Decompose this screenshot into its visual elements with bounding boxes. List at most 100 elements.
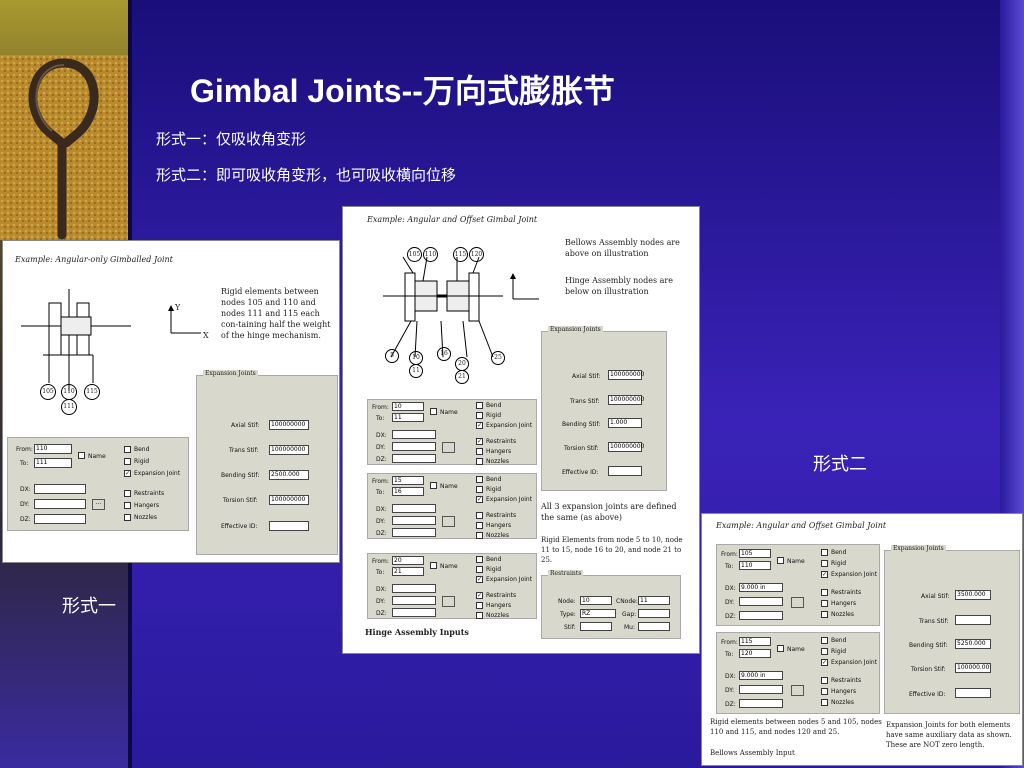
from-input[interactable]: 110: [34, 444, 72, 454]
nozzles-checkbox[interactable]: [476, 458, 483, 465]
dy-input[interactable]: [392, 442, 436, 451]
hangers-checkbox[interactable]: [821, 688, 828, 695]
from-input[interactable]: 115: [739, 637, 771, 646]
expansion-checkbox[interactable]: ✓: [476, 422, 483, 429]
bending-input[interactable]: 2500.000: [269, 470, 309, 480]
type-select[interactable]: RZ: [580, 609, 616, 618]
hangers-checkbox[interactable]: [476, 602, 483, 609]
name-checkbox[interactable]: [430, 408, 437, 415]
from-input[interactable]: 10: [392, 402, 424, 411]
dy-input[interactable]: [34, 499, 86, 509]
to-input[interactable]: 21: [392, 567, 424, 576]
to-input[interactable]: 120: [739, 649, 771, 658]
dx-input[interactable]: 9.000 in: [739, 671, 783, 680]
rigid-checkbox[interactable]: [476, 486, 483, 493]
trans-input[interactable]: 100000000: [608, 395, 645, 405]
bend-checkbox[interactable]: [124, 446, 131, 453]
rigid-checkbox[interactable]: [476, 412, 483, 419]
axial-input[interactable]: 3500.000: [955, 590, 991, 600]
bend-checkbox[interactable]: [821, 637, 828, 644]
rigid-checkbox[interactable]: [476, 566, 483, 573]
axial-input[interactable]: 100000000: [269, 420, 309, 430]
from-input[interactable]: 20: [392, 556, 424, 565]
torsion-input[interactable]: 100000000: [608, 442, 645, 452]
trans-input[interactable]: [955, 615, 991, 625]
name-checkbox[interactable]: [777, 645, 784, 652]
restraints-checkbox[interactable]: ✓: [476, 438, 483, 445]
expansion-checkbox[interactable]: ✓: [821, 659, 828, 666]
torsion-input[interactable]: 100000.00: [955, 663, 991, 673]
dy-input[interactable]: [392, 516, 436, 525]
expansion-checkbox[interactable]: ✓: [476, 576, 483, 583]
restraints-checkbox[interactable]: [124, 490, 131, 497]
restraints-checkbox[interactable]: [821, 677, 828, 684]
restraints-checkbox[interactable]: [476, 512, 483, 519]
node-input[interactable]: 10: [580, 596, 612, 605]
hangers-checkbox[interactable]: [821, 600, 828, 607]
dy-more-button[interactable]: ...: [92, 499, 105, 510]
dx-input[interactable]: [34, 484, 86, 494]
name-checkbox[interactable]: [777, 557, 784, 564]
rigid-checkbox[interactable]: [821, 560, 828, 567]
dz-input[interactable]: [392, 608, 436, 617]
bend-checkbox[interactable]: [476, 402, 483, 409]
bend-checkbox[interactable]: [476, 556, 483, 563]
nozzles-checkbox[interactable]: [821, 611, 828, 618]
cnode-input[interactable]: 11: [638, 596, 670, 605]
dz-input[interactable]: [739, 699, 783, 708]
mu-input[interactable]: [638, 622, 670, 631]
dx-input[interactable]: [392, 584, 436, 593]
from-input[interactable]: 15: [392, 476, 424, 485]
bend-checkbox[interactable]: [821, 549, 828, 556]
dx-input[interactable]: [392, 430, 436, 439]
hangers-checkbox[interactable]: [476, 522, 483, 529]
effective-input[interactable]: [269, 521, 309, 531]
dx-input[interactable]: 9.000 in: [739, 583, 783, 592]
torsion-input[interactable]: 100000000: [269, 495, 309, 505]
hangers-checkbox[interactable]: [124, 502, 131, 509]
rigid-checkbox[interactable]: [821, 648, 828, 655]
expansion-joint-legend: Expansion Joints: [203, 370, 258, 377]
name-checkbox[interactable]: [430, 482, 437, 489]
from-input[interactable]: 105: [739, 549, 771, 558]
dz-input[interactable]: [34, 514, 86, 524]
expansion-checkbox[interactable]: ✓: [124, 470, 131, 477]
bend-checkbox[interactable]: [476, 476, 483, 483]
rigid-checkbox[interactable]: [124, 458, 131, 465]
dy-input[interactable]: [392, 596, 436, 605]
dx-input[interactable]: [392, 504, 436, 513]
expansion-checkbox[interactable]: ✓: [821, 571, 828, 578]
restraints-checkbox[interactable]: [821, 589, 828, 596]
dz-input[interactable]: [739, 611, 783, 620]
restraints-checkbox[interactable]: ✓: [476, 592, 483, 599]
dy-input[interactable]: [739, 597, 783, 606]
axial-input[interactable]: 100000000: [608, 370, 645, 380]
effective-input[interactable]: [608, 466, 642, 476]
to-input[interactable]: 16: [392, 487, 424, 496]
to-input[interactable]: 11: [392, 413, 424, 422]
nozzles-checkbox[interactable]: [476, 532, 483, 539]
nozzles-checkbox[interactable]: [476, 612, 483, 619]
hangers-checkbox[interactable]: [476, 448, 483, 455]
dy-more-button[interactable]: [791, 597, 804, 608]
dy-input[interactable]: [739, 685, 783, 694]
nozzles-checkbox[interactable]: [124, 514, 131, 521]
nozzles-checkbox[interactable]: [821, 699, 828, 706]
stif-input[interactable]: [580, 622, 612, 631]
dz-input[interactable]: [392, 528, 436, 537]
bending-input[interactable]: 1.000: [608, 418, 642, 428]
dz-input[interactable]: [392, 454, 436, 463]
trans-input[interactable]: 100000000: [269, 445, 309, 455]
dy-more-button[interactable]: [442, 596, 455, 607]
effective-input[interactable]: [955, 688, 991, 698]
name-checkbox[interactable]: [430, 562, 437, 569]
gap-input[interactable]: [638, 609, 670, 618]
name-checkbox[interactable]: [78, 452, 85, 459]
dy-more-button[interactable]: [791, 685, 804, 696]
expansion-checkbox[interactable]: ✓: [476, 496, 483, 503]
to-input[interactable]: 111: [34, 458, 72, 468]
dy-more-button[interactable]: [442, 516, 455, 527]
dy-more-button[interactable]: [442, 442, 455, 453]
to-input[interactable]: 110: [739, 561, 771, 570]
bending-input[interactable]: 5250.000: [955, 639, 991, 649]
